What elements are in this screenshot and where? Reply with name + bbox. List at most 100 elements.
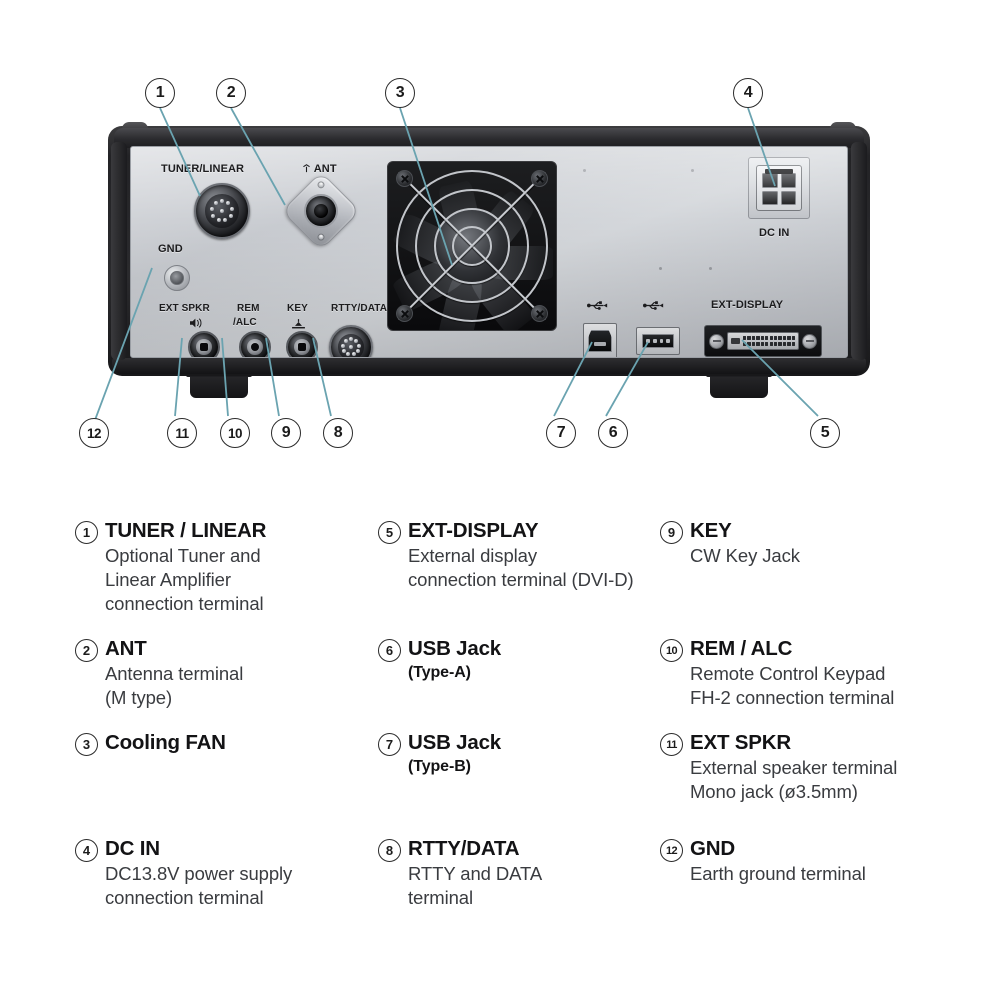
connector-key: [286, 331, 318, 357]
legend-number-5: 5: [378, 521, 401, 544]
dc-in-mount: [748, 157, 810, 219]
rtty-data-pin: [346, 352, 351, 357]
legend-description-10: FH-2 connection terminal: [690, 687, 895, 709]
legend-description-2: (M type): [105, 687, 173, 709]
connector-ant: [304, 194, 338, 228]
dvi-pin-grid: [743, 335, 795, 347]
panel-label-rtty-data: RTTY/DATA: [331, 303, 388, 314]
legend-number-3: 3: [75, 733, 98, 756]
dvi-shield: [727, 331, 799, 351]
legend-item-3: 3 Cooling FAN: [75, 731, 226, 756]
ant-center-hole: [314, 204, 328, 218]
panel-label-ant: ANT: [302, 163, 337, 175]
dvi-pin: [751, 335, 756, 341]
connector-ext-display: [704, 325, 822, 357]
legend-description-8: terminal: [408, 887, 473, 909]
dvi-pin: [765, 335, 769, 341]
legend-subtitle-6: (Type-A): [408, 663, 471, 681]
legend-description-12: Earth ground terminal: [690, 862, 866, 884]
rem-alc-hole: [250, 342, 260, 352]
dvi-pin: [774, 335, 778, 341]
legend-title-4: DC IN: [105, 837, 160, 860]
rtty-data-pin: [355, 348, 360, 353]
tuner-linear-pin: [211, 213, 216, 218]
legend-description-2: Antenna terminal: [105, 662, 244, 684]
dc-in-pin-1: [762, 173, 778, 188]
dc-in-pin-4: [780, 190, 796, 205]
callout-marker-2: 2: [216, 78, 246, 108]
fan-screw-bl: [396, 305, 413, 322]
tuner-linear-pin: [226, 201, 231, 206]
legend-description-5: External display: [408, 544, 537, 566]
legend-title-12: GND: [690, 837, 735, 860]
callout-marker-7: 7: [546, 418, 576, 448]
antenna-icon: [303, 164, 310, 173]
callout-marker-11: 11: [167, 418, 197, 448]
dvi-pin: [791, 335, 795, 341]
legend-item-6: 6 USB Jack (Type-A): [378, 637, 501, 682]
connector-rem-alc: [239, 331, 271, 357]
panel-screw-2: [691, 169, 694, 172]
chassis-bottom-rail: [112, 358, 866, 374]
usb-a-cavity: [641, 334, 675, 348]
dvi-pin: [778, 335, 782, 341]
dc-in-pin-3: [762, 190, 778, 205]
rtty-data-pin: [341, 343, 346, 348]
speaker-icon: [190, 318, 202, 328]
connector-usb-type-b: [583, 323, 617, 357]
legend-description-10: Remote Control Keypad: [690, 662, 886, 684]
dvi-pin: [743, 335, 747, 341]
panel-screw-4: [709, 267, 712, 270]
legend-number-1: 1: [75, 521, 98, 544]
fan-guard-ring-core: [452, 226, 492, 266]
tuner-linear-pin: [223, 218, 228, 223]
panel-label-gnd: GND: [158, 243, 183, 255]
legend-number-12: 12: [660, 839, 683, 862]
legend-description-4: DC13.8V power supply: [105, 862, 293, 884]
dvi-pin: [774, 341, 778, 347]
usb-b-cavity: [588, 329, 612, 353]
rem-alc-sleeve: [247, 339, 263, 355]
legend-description-4: connection terminal: [105, 887, 264, 909]
legend-number-11: 11: [660, 733, 683, 756]
dvi-pin: [787, 341, 791, 347]
legend-description-1: Optional Tuner and: [105, 544, 261, 566]
dvi-pin: [760, 335, 764, 341]
callout-marker-4: 4: [733, 78, 763, 108]
fan-screw-tl: [396, 170, 413, 187]
panel-label-rem: REM: [237, 303, 260, 314]
dc-in-latch: [764, 169, 794, 174]
fan-guard-ring-outer: [396, 170, 548, 322]
legend-description-8: RTTY and DATA: [408, 862, 543, 884]
panel-label-alc: /ALC: [233, 317, 257, 328]
panel-label-ext-spkr: EXT SPKR: [159, 303, 210, 314]
callout-marker-9: 9: [271, 418, 301, 448]
cw-key-icon: [292, 319, 305, 329]
chassis-top-rail: [114, 128, 864, 148]
usb-a-contact-1: [645, 338, 650, 344]
legend-title-3: Cooling FAN: [105, 731, 226, 754]
panel-label-ext-display: EXT-DISPLAY: [711, 299, 784, 311]
dvi-flat-blade-slot: [731, 338, 740, 344]
tuner-linear-pin: [213, 201, 218, 206]
rtty-data-pin: [349, 345, 353, 349]
rtty-data-pin: [349, 337, 353, 342]
legend-number-8: 8: [378, 839, 401, 862]
ant-flange-screw-2: [316, 232, 326, 243]
legend-number-9: 9: [660, 521, 683, 544]
legend-title-6: USB Jack: [408, 637, 501, 660]
legend-number-6: 6: [378, 639, 401, 662]
